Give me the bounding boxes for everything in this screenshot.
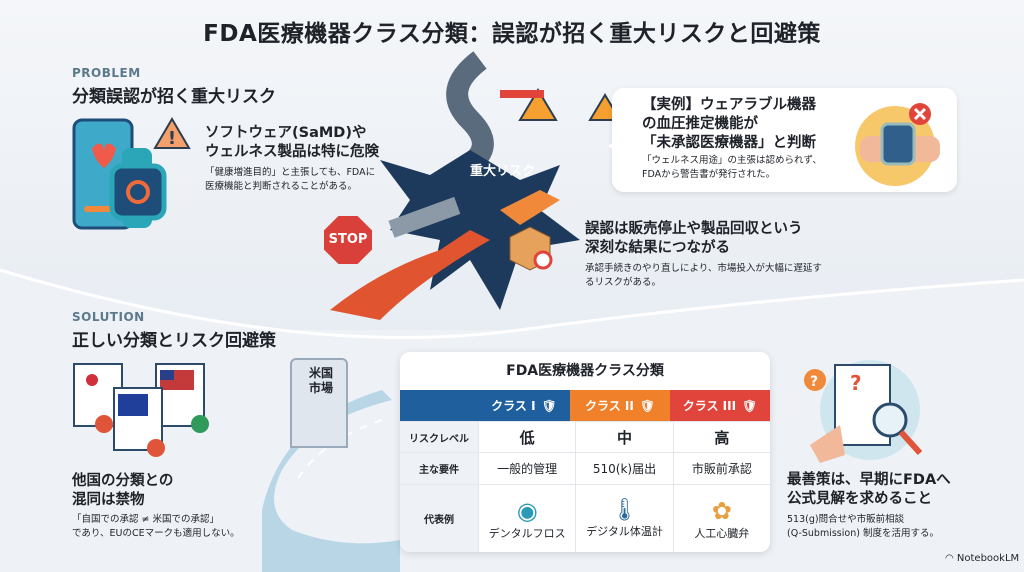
cell: 🌡 デジタル体温計: [575, 485, 672, 552]
body-line: であり、EUのCEマークも適用しない。: [72, 528, 240, 539]
body-line: 513(g)問合せや市販前相談: [787, 514, 905, 525]
phone-watch-icon: [72, 118, 167, 230]
problem-kicker: PROBLEM: [72, 66, 141, 80]
table-row: 主な要件 一般的管理 510(k)届出 市販前承認: [400, 452, 770, 484]
svg-text:?: ?: [810, 374, 818, 390]
shield-check-icon: 🛡: [541, 398, 557, 413]
warning-icon: !: [153, 117, 191, 149]
example-body: 「ウェルネス用途」の主張は認められず、 FDAから警告書が発行された。: [642, 154, 822, 182]
cell: 510(k)届出: [575, 453, 672, 484]
table-row: 代表例 ◉デンタルフロス 🌡 デジタル体温計 ✿人工心臓弁: [400, 484, 770, 552]
class-1-header: クラス I 🛡: [400, 390, 570, 421]
title-line: 混同は禁物: [72, 492, 145, 508]
body-line: るリスクがある。: [585, 277, 662, 288]
body-line: FDAから警告書が発行された。: [642, 169, 776, 180]
row-label: 代表例: [400, 485, 478, 552]
stop-sign: STOP: [324, 216, 372, 264]
country-documents-icon: [73, 363, 209, 457]
dental-floss-icon: ◉: [516, 496, 538, 525]
example-label: 人工心臓弁: [694, 526, 750, 540]
thermometer-icon: 🌡: [610, 498, 639, 523]
title-line: ソフトウェア(SaMD)や: [205, 125, 367, 141]
title-line: ウェルネス製品は特に危険: [205, 144, 379, 160]
cell: 高: [672, 422, 770, 452]
svg-text:!: !: [168, 128, 176, 149]
problem-heading: 分類誤認が招く重大リスク: [72, 87, 276, 107]
problem-point1-body: 「健康増進目的」と主張しても、FDAに 医療機能と判断されることがある。: [205, 166, 375, 194]
solution-kicker: SOLUTION: [72, 310, 145, 324]
title-line: 「未承認医療機器」と判断: [642, 135, 816, 151]
solution-point2-title: 最善策は、早期にFDAへ 公式見解を求めること: [787, 471, 951, 509]
body-line: 承認手続きのやり直しにより、市場投入が大幅に遅延す: [585, 263, 822, 274]
solution-point1-body: 「自国での承認 ≠ 米国での承認」 であり、EUのCEマークも適用しない。: [72, 513, 240, 541]
cell: 市販前承認: [672, 453, 770, 484]
cell: 一般的管理: [478, 453, 575, 484]
wrist-watch-x-icon: [855, 103, 940, 186]
title-line: 公式見解を求めること: [787, 491, 932, 507]
road-to-market-illustration: [262, 390, 400, 572]
crack-label: 重大リスク: [470, 164, 536, 179]
class-label: クラス I: [491, 399, 536, 413]
example-label: デンタルフロス: [488, 526, 566, 540]
body-line: 医療機能と判断されることがある。: [205, 181, 358, 192]
notebooklm-logo-icon: ◠: [945, 553, 957, 564]
document-magnifier-icon: ? ?: [804, 360, 923, 463]
table-row: リスクレベル 低 中 高: [400, 421, 770, 452]
svg-text:?: ?: [850, 371, 862, 395]
problem-point1-title: ソフトウェア(SaMD)や ウェルネス製品は特に危険: [205, 124, 379, 162]
title-line: 深刻な結果につながる: [585, 240, 730, 256]
body-line: 「健康増進目的」と主張しても、FDAに: [205, 167, 376, 178]
row-label: 主な要件: [400, 453, 478, 484]
class-label: クラス II: [584, 399, 634, 413]
section-divider: [0, 268, 1024, 360]
cell: ✿人工心臓弁: [672, 485, 770, 552]
crack-road-illustration: [330, 51, 620, 320]
problem-point2-body: 承認手続きのやり直しにより、市場投入が大幅に遅延す るリスクがある。: [585, 262, 822, 290]
fda-class-table: FDA医療機器クラス分類 クラス I 🛡 クラス II 🛡 クラス III 🛡 リスク…: [400, 352, 770, 552]
row-label: リスクレベル: [400, 422, 478, 452]
brand-label: NotebookLM: [956, 553, 1020, 564]
market-gate: [290, 358, 348, 448]
solution-point1-title: 他国の分類との 混同は禁物: [72, 472, 173, 510]
problem-point2-title: 誤認は販売停止や製品回収という 深刻な結果につながる: [585, 220, 803, 258]
example-label: デジタル体温計: [586, 525, 663, 538]
cell: ◉デンタルフロス: [478, 485, 575, 552]
notebooklm-brand: ◠ NotebookLM: [945, 553, 1019, 564]
shield-icon: 🛡: [639, 398, 656, 413]
class-2-header: クラス II 🛡: [570, 390, 670, 421]
title-line: の血圧推定機能が: [642, 116, 758, 132]
table-title: FDA医療機器クラス分類: [506, 363, 664, 379]
example-callout: 【実例】ウェアラブル機器 の血圧推定機能が 「未承認医療機器」と判断 「ウェルネ…: [608, 88, 957, 192]
product-box-icon: [509, 226, 553, 271]
cell: 低: [478, 422, 575, 452]
title-line: 他国の分類との: [72, 473, 174, 489]
solution-point2-body: 513(g)問合せや市販前相談 (Q-Submission) 制度を活用する。: [787, 513, 939, 541]
shield-icon: 🛡: [742, 398, 758, 413]
class-label: クラス III: [682, 399, 737, 413]
title-line: 【実例】ウェアラブル機器: [642, 97, 816, 113]
cell: 中: [575, 422, 672, 452]
class-3-header: クラス III 🛡: [670, 390, 770, 421]
body-line: (Q-Submission) 制度を活用する。: [787, 528, 939, 539]
body-line: 「自国での承認 ≠ 米国での承認」: [72, 514, 219, 525]
heart-valve-icon: ✿: [711, 496, 732, 525]
example-title: 【実例】ウェアラブル機器 の血圧推定機能が 「未承認医療機器」と判断: [642, 96, 816, 153]
page-title: FDA医療機器クラス分類：誤認が招く重大リスクと回避策: [203, 21, 821, 47]
title-line: 最善策は、早期にFDAへ: [787, 472, 951, 488]
body-line: 「ウェルネス用途」の主張は認められず、: [642, 155, 822, 166]
solution-heading: 正しい分類とリスク回避策: [72, 331, 276, 351]
gate-label: 米国市場: [308, 366, 333, 395]
class-header-row: クラス I 🛡 クラス II 🛡 クラス III 🛡: [400, 390, 770, 421]
title-line: 誤認は販売停止や製品回収という: [585, 221, 803, 237]
